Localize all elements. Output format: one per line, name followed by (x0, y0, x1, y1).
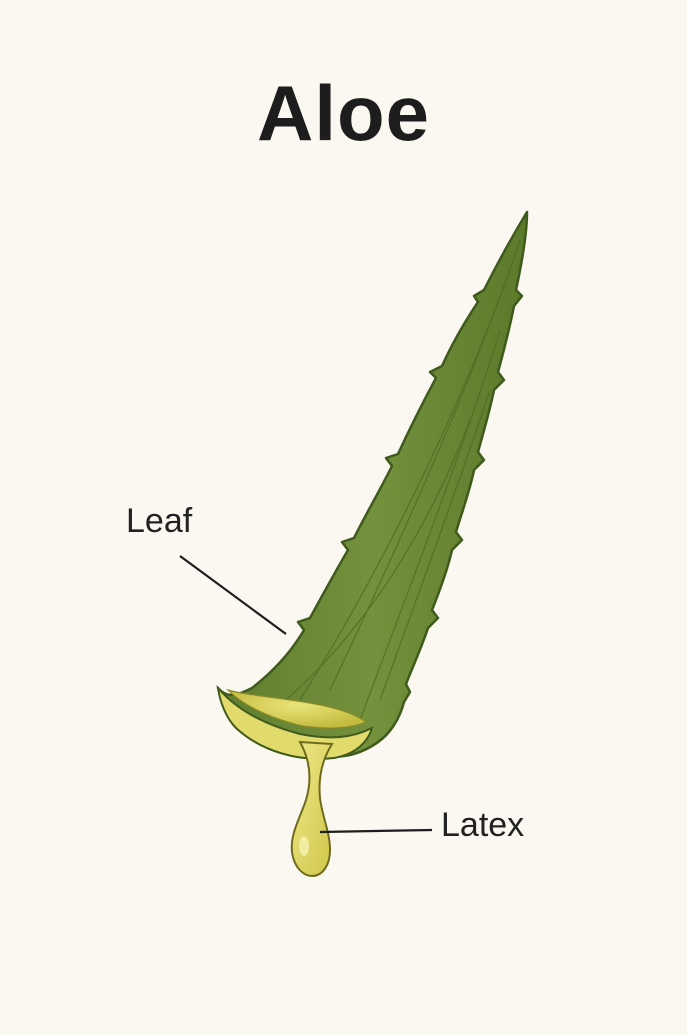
latex-leader-line (320, 830, 432, 832)
leaf-body (218, 212, 527, 757)
latex-drop-highlight (299, 836, 309, 856)
latex-drop (292, 742, 332, 876)
leaf-leader-line (180, 556, 286, 634)
latex-label: Latex (441, 806, 524, 845)
leaf-label: Leaf (126, 502, 192, 541)
